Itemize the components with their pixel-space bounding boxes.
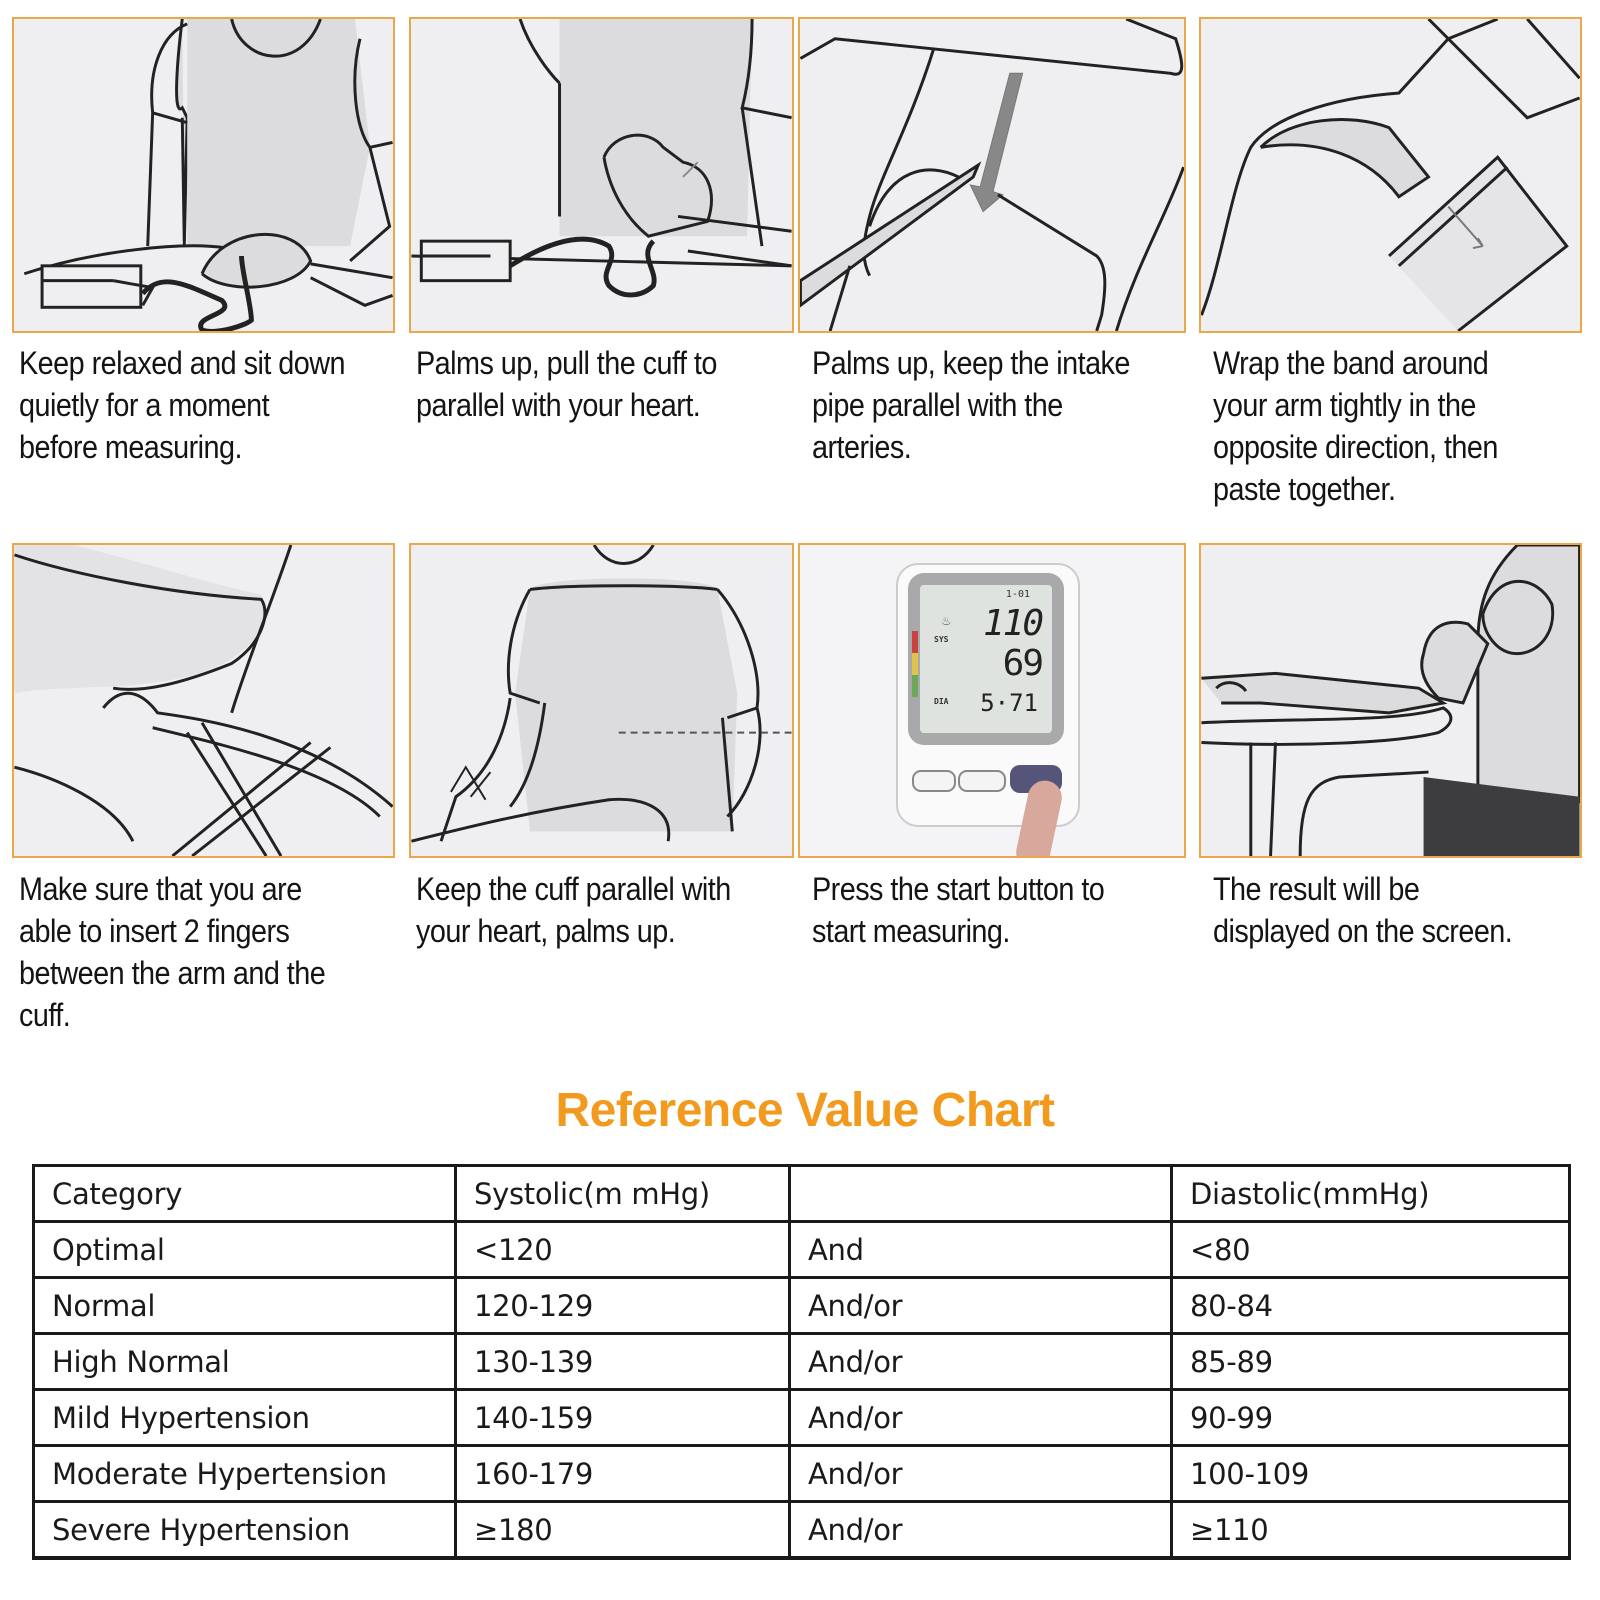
step-5-illustration: [12, 543, 395, 858]
table-row: Normal 120-129 And/or 80-84: [32, 1276, 1571, 1335]
step-6-caption: Keep the cuff parallel with your heart, …: [416, 871, 731, 949]
step-2-illustration: [409, 17, 794, 333]
table-row: Optimal <120 And <80: [32, 1220, 1571, 1279]
set-button[interactable]: [912, 770, 956, 792]
monitor-screen-frame: 1-01 110 69 5·71 SYS DIA ♨: [908, 573, 1064, 745]
wrap-band-icon: [1201, 19, 1580, 331]
step-7-caption: Press the start button to start measurin…: [812, 871, 1105, 949]
step-4-illustration: [1199, 17, 1582, 333]
category-cell: Mild Hypertension: [32, 1388, 457, 1447]
systolic-cell: 160-179: [454, 1444, 791, 1503]
heart-icon: ♨: [942, 613, 951, 629]
systolic-cell: <120: [454, 1220, 791, 1279]
table-row: Moderate Hypertension 160-179 And/or 100…: [32, 1444, 1571, 1503]
connector-cell: And/or: [788, 1276, 1173, 1335]
connector-cell: And/or: [788, 1500, 1173, 1560]
dia-label: DIA: [934, 697, 949, 706]
header-connector: [788, 1164, 1173, 1223]
systolic-cell: 120-129: [454, 1276, 791, 1335]
person-sitting-at-table-icon: [23, 19, 393, 331]
systolic-cell: 140-159: [454, 1388, 791, 1447]
step-7-illustration: 1-01 110 69 5·71 SYS DIA ♨: [798, 543, 1186, 858]
step-4-caption: Wrap the band around your arm tightly in…: [1213, 345, 1498, 507]
memory-button[interactable]: [958, 770, 1006, 792]
table-row: Severe Hypertension ≥180 And/or ≥110: [32, 1500, 1571, 1560]
diastolic-readout: 69: [1002, 643, 1044, 684]
header-systolic: Systolic(m mHg): [454, 1164, 791, 1223]
two-fingers-under-cuff-icon: [14, 545, 393, 856]
step-5-caption: Make sure that you are able to insert 2 …: [19, 871, 326, 1033]
sys-label: SYS: [934, 635, 949, 644]
diastolic-cell: ≥110: [1170, 1500, 1571, 1560]
step-6-illustration: [409, 543, 794, 858]
risk-indicator-bar: [912, 631, 918, 701]
step-1-caption: Keep relaxed and sit down quietly for a …: [19, 345, 345, 465]
reference-value-table: Category Systolic(m mHg) Diastolic(mmHg)…: [32, 1164, 1571, 1560]
step-8-illustration: [1199, 543, 1582, 858]
diastolic-cell: 90-99: [1170, 1388, 1571, 1447]
diastolic-cell: 100-109: [1170, 1444, 1571, 1503]
lcd-screen: 1-01 110 69 5·71 SYS DIA ♨: [920, 585, 1052, 733]
table-header-row: Category Systolic(m mHg) Diastolic(mmHg): [32, 1164, 1571, 1223]
table-row: Mild Hypertension 140-159 And/or 90-99: [32, 1388, 1571, 1447]
pulse-readout: 5·71: [980, 689, 1038, 717]
reference-chart-title: Reference Value Chart: [555, 1084, 1055, 1137]
table-row: High Normal 130-139 And/or 85-89: [32, 1332, 1571, 1391]
pulling-cuff-icon: [411, 19, 792, 298]
category-cell: Optimal: [32, 1220, 457, 1279]
connector-cell: And: [788, 1220, 1173, 1279]
step-2-caption: Palms up, pull the cuff to parallel with…: [416, 345, 717, 423]
diastolic-cell: <80: [1170, 1220, 1571, 1279]
systolic-readout: 110: [982, 603, 1044, 644]
seated-measurement-icon: [1201, 545, 1580, 856]
header-diastolic: Diastolic(mmHg): [1170, 1164, 1571, 1223]
step-8-caption: The result will be displayed on the scre…: [1213, 871, 1513, 949]
connector-cell: And/or: [788, 1388, 1173, 1447]
date-readout: 1-01: [1005, 589, 1030, 600]
step-3-caption: Palms up, keep the intake pipe parallel …: [812, 345, 1130, 465]
category-cell: Normal: [32, 1276, 457, 1335]
blood-pressure-monitor: 1-01 110 69 5·71 SYS DIA ♨: [896, 563, 1080, 827]
cuff-parallel-heart-icon: [411, 545, 792, 843]
step-3-illustration: [798, 17, 1186, 333]
category-cell: Severe Hypertension: [32, 1500, 457, 1560]
header-category: Category: [32, 1164, 457, 1223]
diastolic-cell: 80-84: [1170, 1276, 1571, 1335]
category-cell: High Normal: [32, 1332, 457, 1391]
step-1-illustration: [12, 17, 395, 333]
intake-pipe-arrow-icon: [800, 19, 1184, 331]
connector-cell: And/or: [788, 1444, 1173, 1503]
category-cell: Moderate Hypertension: [32, 1444, 457, 1503]
diastolic-cell: 85-89: [1170, 1332, 1571, 1391]
systolic-cell: ≥180: [454, 1500, 791, 1560]
systolic-cell: 130-139: [454, 1332, 791, 1391]
connector-cell: And/or: [788, 1332, 1173, 1391]
